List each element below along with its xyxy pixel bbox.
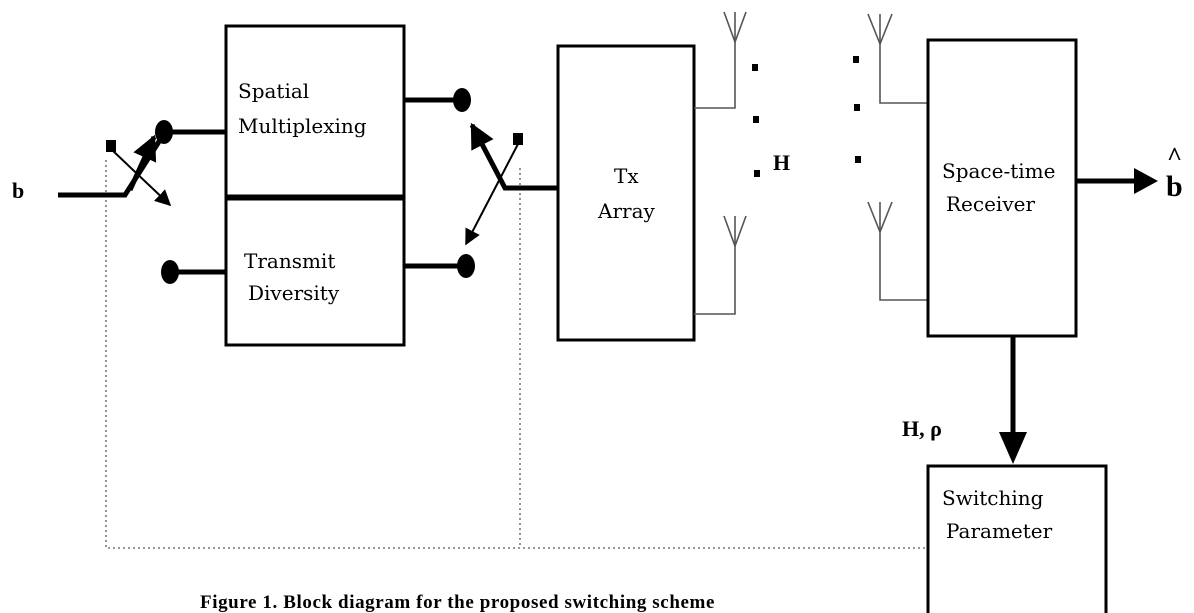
- output-switch: [465, 122, 560, 246]
- sm-input-node: [155, 120, 173, 144]
- space-time-receiver-label: Space-time Receiver: [942, 159, 1062, 216]
- td-output-node: [457, 254, 475, 278]
- figure-caption: Figure 1. Block diagram for the proposed…: [200, 592, 715, 613]
- output-arrowhead: [1134, 168, 1158, 194]
- feedback-dotted-line: [105, 160, 928, 549]
- tx-antenna-dots: [752, 64, 760, 177]
- tx-array-label: Tx Array: [597, 164, 655, 223]
- tx-antenna-top: [694, 11, 747, 109]
- input-switch: [106, 134, 172, 207]
- sm-output-node: [453, 88, 471, 112]
- td-input-node: [161, 260, 179, 284]
- switching-parameter-label: Switching Parameter: [942, 486, 1053, 543]
- transmit-diversity-block: [224, 197, 406, 347]
- channel-label: H: [773, 150, 790, 175]
- rx-antenna-bottom: [867, 201, 928, 301]
- feedback-arrowhead: [999, 432, 1027, 464]
- transmit-diversity-label: Transmit Diversity: [244, 249, 342, 305]
- feedback-label: H, ρ: [902, 416, 942, 441]
- tx-array-block: [556, 44, 696, 342]
- switching-parameter-block: [926, 464, 1108, 613]
- spatial-multiplexing-block: [224, 24, 406, 198]
- input-signal-label: b: [12, 178, 24, 203]
- rx-antenna-top: [867, 13, 928, 104]
- space-time-receiver-block: [926, 38, 1078, 338]
- rx-antenna-dots: [853, 56, 861, 163]
- tx-antenna-bottom: [694, 215, 747, 315]
- output-hat: ^: [1167, 142, 1182, 171]
- spatial-multiplexing-label: Spatial Multiplexing: [238, 79, 367, 138]
- output-signal-label: b: [1166, 170, 1183, 203]
